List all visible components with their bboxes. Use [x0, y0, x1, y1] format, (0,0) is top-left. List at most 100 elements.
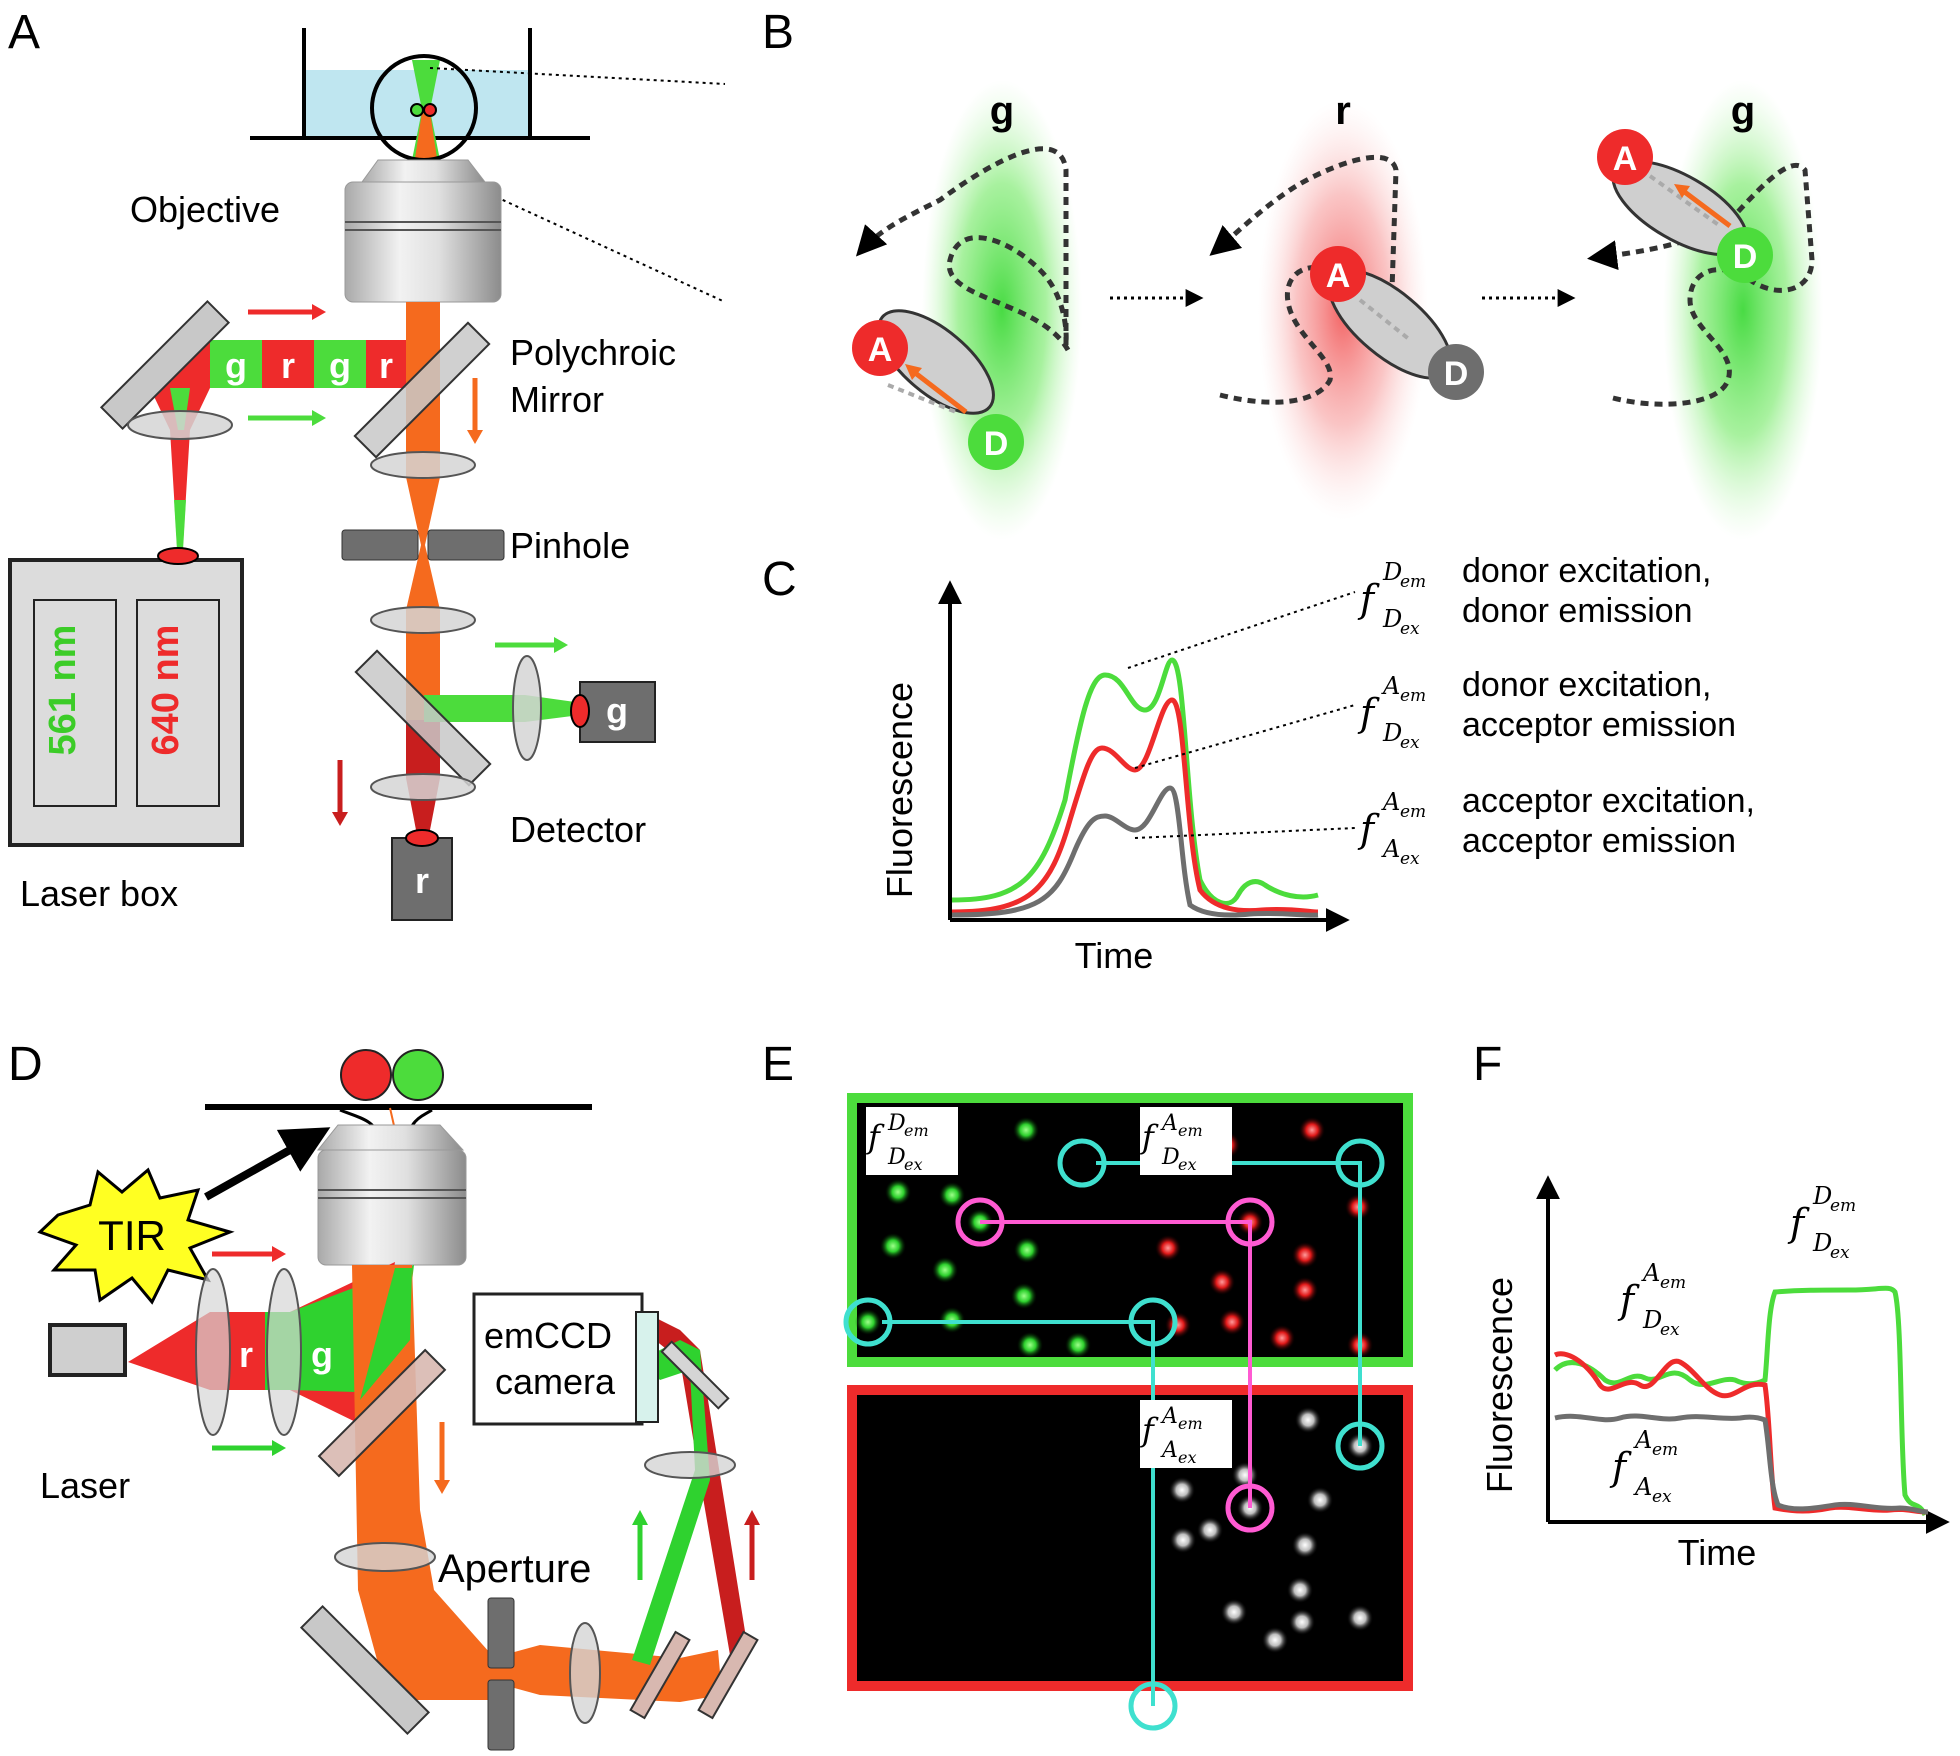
c-label-dd-f: f	[1357, 577, 1380, 621]
e-label-dd-sup: D	[887, 1111, 906, 1136]
panel-f: Fluorescence Time f D ex D em f D ex A e…	[1479, 1175, 1950, 1573]
green-spot-5	[1014, 1237, 1040, 1263]
e-label-aa-supsub: em	[1178, 1414, 1203, 1433]
green-spot-2	[885, 1179, 911, 1205]
emission-column-d	[352, 1265, 498, 1700]
c-label-dd-sup: D	[1382, 558, 1402, 586]
white-spot-11	[1221, 1599, 1247, 1625]
green-spot-4	[932, 1257, 958, 1283]
beam-r-label: r	[239, 1334, 253, 1375]
camera-path-d	[485, 1645, 722, 1702]
detector-r-window	[405, 829, 439, 847]
emission-lens-2	[370, 606, 476, 634]
c-label-da: f D ex A em donor excitation, acceptor e…	[1357, 666, 1736, 753]
c-label-da-supsub: em	[1400, 686, 1426, 706]
c-label-aa-f: f	[1357, 807, 1380, 851]
panel-label-c: C	[762, 553, 797, 606]
green-spot-6	[880, 1233, 906, 1259]
e-label-da-box	[1140, 1107, 1232, 1175]
cyan-circles	[843, 1138, 1385, 1731]
c-label-aa-supsub: em	[1400, 802, 1426, 822]
beam-g-label: g	[311, 1334, 333, 1375]
camera-label-2: camera	[495, 1361, 616, 1402]
panel-a: Objective g r g r Polychroic Mirror	[8, 28, 726, 921]
acceptor-3	[1597, 129, 1653, 185]
red-return-beam	[640, 1310, 748, 1655]
pulse-label-3: g	[329, 345, 351, 386]
f-label-dd-sup: D	[1812, 1182, 1832, 1210]
green-lens	[512, 655, 542, 761]
donor-2-label: D	[1444, 355, 1469, 393]
c-label-dd-sub: D	[1382, 605, 1402, 633]
camera-label-1: emCCD	[484, 1315, 612, 1356]
detector-label: Detector	[510, 809, 646, 850]
magenta-links	[980, 1220, 1252, 1508]
spots-green	[855, 1117, 1091, 1358]
c-label-da-subsub: ex	[1400, 733, 1420, 753]
tir-arrow	[204, 1127, 331, 1201]
f-label-dd-f: f	[1787, 1201, 1810, 1245]
white-spot-1	[1295, 1407, 1321, 1433]
laser-d-label: Laser	[40, 1465, 130, 1506]
f-label-da-supsub: em	[1660, 1273, 1686, 1293]
e-label-dd-sub: D	[887, 1145, 906, 1170]
e-label-da-sup: A	[1160, 1111, 1178, 1136]
red-spot-9	[1219, 1309, 1245, 1335]
f-label-dd-sub: D	[1812, 1229, 1832, 1257]
f-trace-green	[1553, 1285, 1928, 1517]
laser-561-label: 561 nm	[42, 625, 84, 756]
c-label-da-line2: acceptor emission	[1462, 706, 1736, 744]
fret-arrow-1	[912, 370, 968, 414]
f-trace-gray	[1554, 1413, 1929, 1515]
excitation-label-3: g	[1731, 89, 1755, 133]
camera-body	[472, 1292, 644, 1426]
laser-640-module	[136, 599, 220, 807]
pulse-box-3	[314, 340, 366, 388]
c-label-dd-supsub: em	[1400, 572, 1426, 592]
pulse-box-1	[210, 340, 262, 388]
focus-beam-orange	[414, 112, 438, 165]
f-trace-red	[1553, 1351, 1929, 1515]
green-return-beam	[632, 1340, 710, 1665]
white-spot-3	[1169, 1477, 1195, 1503]
fold-mirror-d	[660, 1340, 730, 1410]
red-spot-6	[1292, 1242, 1318, 1268]
acceptor-1	[852, 320, 908, 376]
e-label-dd-subsub: ex	[904, 1155, 923, 1174]
green-spot-7	[1011, 1283, 1037, 1309]
pulse-label-4: r	[379, 345, 393, 386]
laser-561-module	[33, 599, 117, 807]
e-label-aa-sub: A	[1160, 1438, 1178, 1463]
acceptor-2	[1310, 246, 1366, 302]
laser-lens-d-2	[266, 1268, 302, 1436]
pulse-box-4	[366, 340, 406, 388]
split-mirror-1	[629, 1630, 691, 1720]
pulse-label-1: g	[225, 345, 247, 386]
acceptor-2-label: A	[1326, 257, 1351, 295]
green-spot-11	[1065, 1332, 1091, 1358]
f-label-aa-supsub: em	[1652, 1440, 1678, 1460]
c-label-dd: f D ex D em donor excitation, donor emis…	[1357, 552, 1712, 639]
relay-lens-d	[569, 1622, 601, 1724]
objective-lens-d	[316, 1124, 467, 1266]
white-spot-13	[1347, 1605, 1373, 1631]
e-label-da-supsub: em	[1178, 1121, 1203, 1140]
panel-label-d: D	[8, 1038, 43, 1091]
f-ylabel: Fluorescence	[1479, 1277, 1520, 1493]
excitation-glow-3	[1663, 80, 1823, 540]
molecule-red-d	[340, 1049, 392, 1101]
red-spot-10	[1269, 1325, 1295, 1351]
donor-2	[1428, 344, 1484, 400]
c-leader-3	[1134, 827, 1356, 839]
emission-lens-1	[370, 451, 476, 479]
dichroic-mirror	[354, 649, 492, 787]
panel-label-e: E	[762, 1038, 794, 1091]
red-spot-7	[1209, 1269, 1235, 1295]
molecule-1	[877, 309, 995, 415]
objective-lens	[344, 159, 502, 303]
panel-b: g A D r A D g A D	[852, 80, 1823, 540]
detector-g-label: g	[606, 690, 628, 731]
f-label-aa: f A ex A em	[1609, 1426, 1678, 1507]
detector-g-window	[570, 694, 590, 728]
panel-d: TIR r g Laser Aperture emCCD	[37, 1049, 760, 1751]
